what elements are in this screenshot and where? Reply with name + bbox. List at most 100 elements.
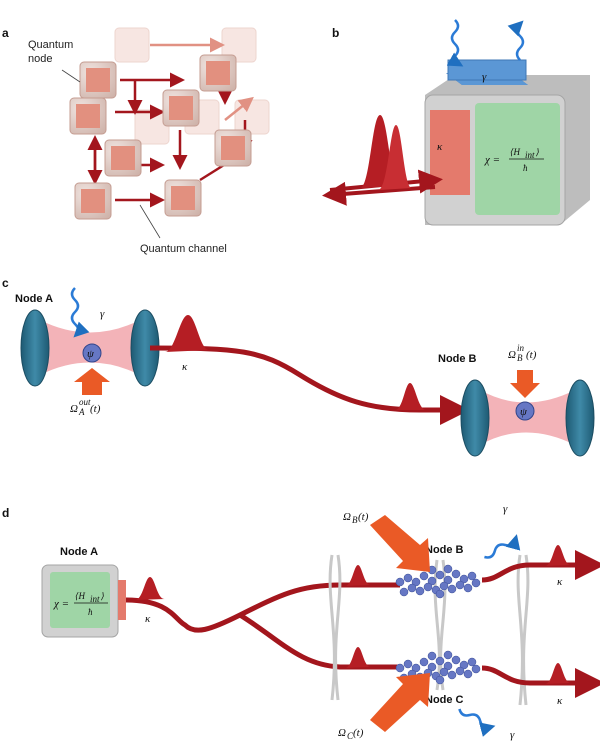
photon-pulse xyxy=(165,315,210,352)
chi-formula: χ = ⟨H int ⟩ ħ xyxy=(484,147,544,173)
omega-symbol: Ω xyxy=(70,403,78,415)
panel-b: b γ κ χ = ⟨H int ⟩ ħ xyxy=(322,19,590,226)
chi-numerator-end: ⟩ xyxy=(100,591,105,601)
quantum-node xyxy=(74,182,112,220)
omega-b-label: Ω B in (t) xyxy=(508,343,537,363)
mirror xyxy=(565,379,595,457)
node-b-label: Node B xyxy=(425,544,464,556)
chi-numerator-end: ⟩ xyxy=(535,147,540,157)
photon-pulse xyxy=(345,647,371,668)
omega-c-label: Ω C (t) xyxy=(338,727,364,741)
gamma-label: γ xyxy=(482,71,487,83)
output-channel-b xyxy=(481,550,600,583)
kappa-c-label: κ xyxy=(557,695,563,707)
kappa-b-label: κ xyxy=(557,576,563,588)
chi-numerator: ⟨H xyxy=(75,591,86,601)
panel-d-label: d xyxy=(2,506,9,520)
node-leader-line xyxy=(61,69,81,83)
node-b-label: Node B xyxy=(438,353,477,365)
atomic-ensemble-b xyxy=(395,564,481,599)
quantum-node xyxy=(162,89,200,127)
quantum-node xyxy=(79,61,117,99)
omega-sup: in xyxy=(517,343,525,353)
omega-symbol: Ω xyxy=(508,349,516,361)
quantum-channel-upper xyxy=(125,582,400,633)
channel-link xyxy=(224,96,254,121)
control-laser-arrow-c xyxy=(370,673,430,732)
panel-a-label: a xyxy=(2,26,9,40)
chi-denominator: ħ xyxy=(523,163,528,173)
panel-c: c Node A ψ γ Ω A out (t) κ Node B ψ xyxy=(2,276,595,457)
omega-symbol: Ω xyxy=(338,727,346,739)
photon-pulse xyxy=(545,545,571,566)
photon-pulse xyxy=(345,565,371,586)
panel-c-label: c xyxy=(2,276,9,290)
channel-leader-line xyxy=(139,204,161,239)
omega-sub: A xyxy=(78,407,85,417)
omega-sup: out xyxy=(79,397,91,407)
photon-pulse xyxy=(135,577,165,600)
quantum-channel xyxy=(149,345,470,425)
mirror xyxy=(460,379,490,457)
omega-a-label: Ω A out (t) xyxy=(70,397,101,417)
omega-sub: C xyxy=(347,731,354,741)
cavity-cube xyxy=(424,59,590,226)
chi-lhs: χ = xyxy=(53,598,69,610)
node-a-label: Node A xyxy=(60,546,98,558)
kappa-label: κ xyxy=(437,141,443,153)
kappa-a-label: κ xyxy=(145,613,151,625)
photon-pulse xyxy=(545,663,571,684)
chi-numerator-sub: int xyxy=(525,150,535,160)
photon-pulse xyxy=(395,383,426,410)
cavity-side-face xyxy=(118,580,126,620)
quantum-node-label: Quantum xyxy=(28,39,73,51)
entanglement-link xyxy=(334,554,342,701)
atom-node-b xyxy=(515,401,535,421)
control-laser-arrow xyxy=(510,370,540,398)
omega-symbol: Ω xyxy=(343,511,351,523)
node-a-cube xyxy=(41,564,126,638)
panel-d: d Node A χ = ⟨H int ⟩ ħ κ xyxy=(2,503,600,741)
lattice-front-layer xyxy=(69,54,252,220)
chi-numerator: ⟨H xyxy=(510,147,521,157)
entanglement-link xyxy=(328,554,336,701)
interaction-face xyxy=(50,572,110,628)
quantum-node xyxy=(104,139,142,177)
mirror xyxy=(20,309,50,387)
photon-wave xyxy=(70,287,90,338)
omega-arg: (t) xyxy=(353,727,364,739)
photon-pulse xyxy=(378,125,412,190)
omega-sub: B xyxy=(352,515,358,525)
gamma-c-label: γ xyxy=(510,729,515,741)
photon-wave xyxy=(458,708,496,737)
control-laser-arrow-b xyxy=(370,515,430,572)
omega-sub: B xyxy=(517,353,523,363)
output-channel-c xyxy=(481,665,600,698)
kappa-label: κ xyxy=(182,361,188,373)
omega-arg: (t) xyxy=(90,403,101,415)
omega-arg: (t) xyxy=(526,349,537,361)
panel-a: a xyxy=(2,26,270,255)
control-laser-arrow xyxy=(74,368,110,395)
photon-wave xyxy=(484,534,521,559)
atom-symbol: ψ xyxy=(87,348,94,360)
quantum-node xyxy=(214,129,252,167)
omega-b-label: Ω B (t) xyxy=(343,511,369,525)
quantum-node-label: node xyxy=(28,53,52,65)
quantum-node xyxy=(164,179,202,217)
incoming-photon-wave xyxy=(446,19,464,67)
gamma-label: γ xyxy=(100,308,105,320)
gamma-b-label: γ xyxy=(503,503,508,515)
chi-denominator: ħ xyxy=(88,607,93,617)
chi-lhs: χ = xyxy=(484,154,500,166)
quantum-channel-lower xyxy=(238,612,400,670)
quantum-node xyxy=(69,97,107,135)
omega-arg: (t) xyxy=(358,511,369,523)
atom-symbol: ψ xyxy=(520,406,527,418)
outgoing-photon-wave xyxy=(507,20,525,61)
cavity-side-face xyxy=(430,110,470,195)
chi-numerator-sub: int xyxy=(90,594,100,604)
panel-b-label: b xyxy=(332,26,339,40)
atom-node-a xyxy=(82,343,102,363)
